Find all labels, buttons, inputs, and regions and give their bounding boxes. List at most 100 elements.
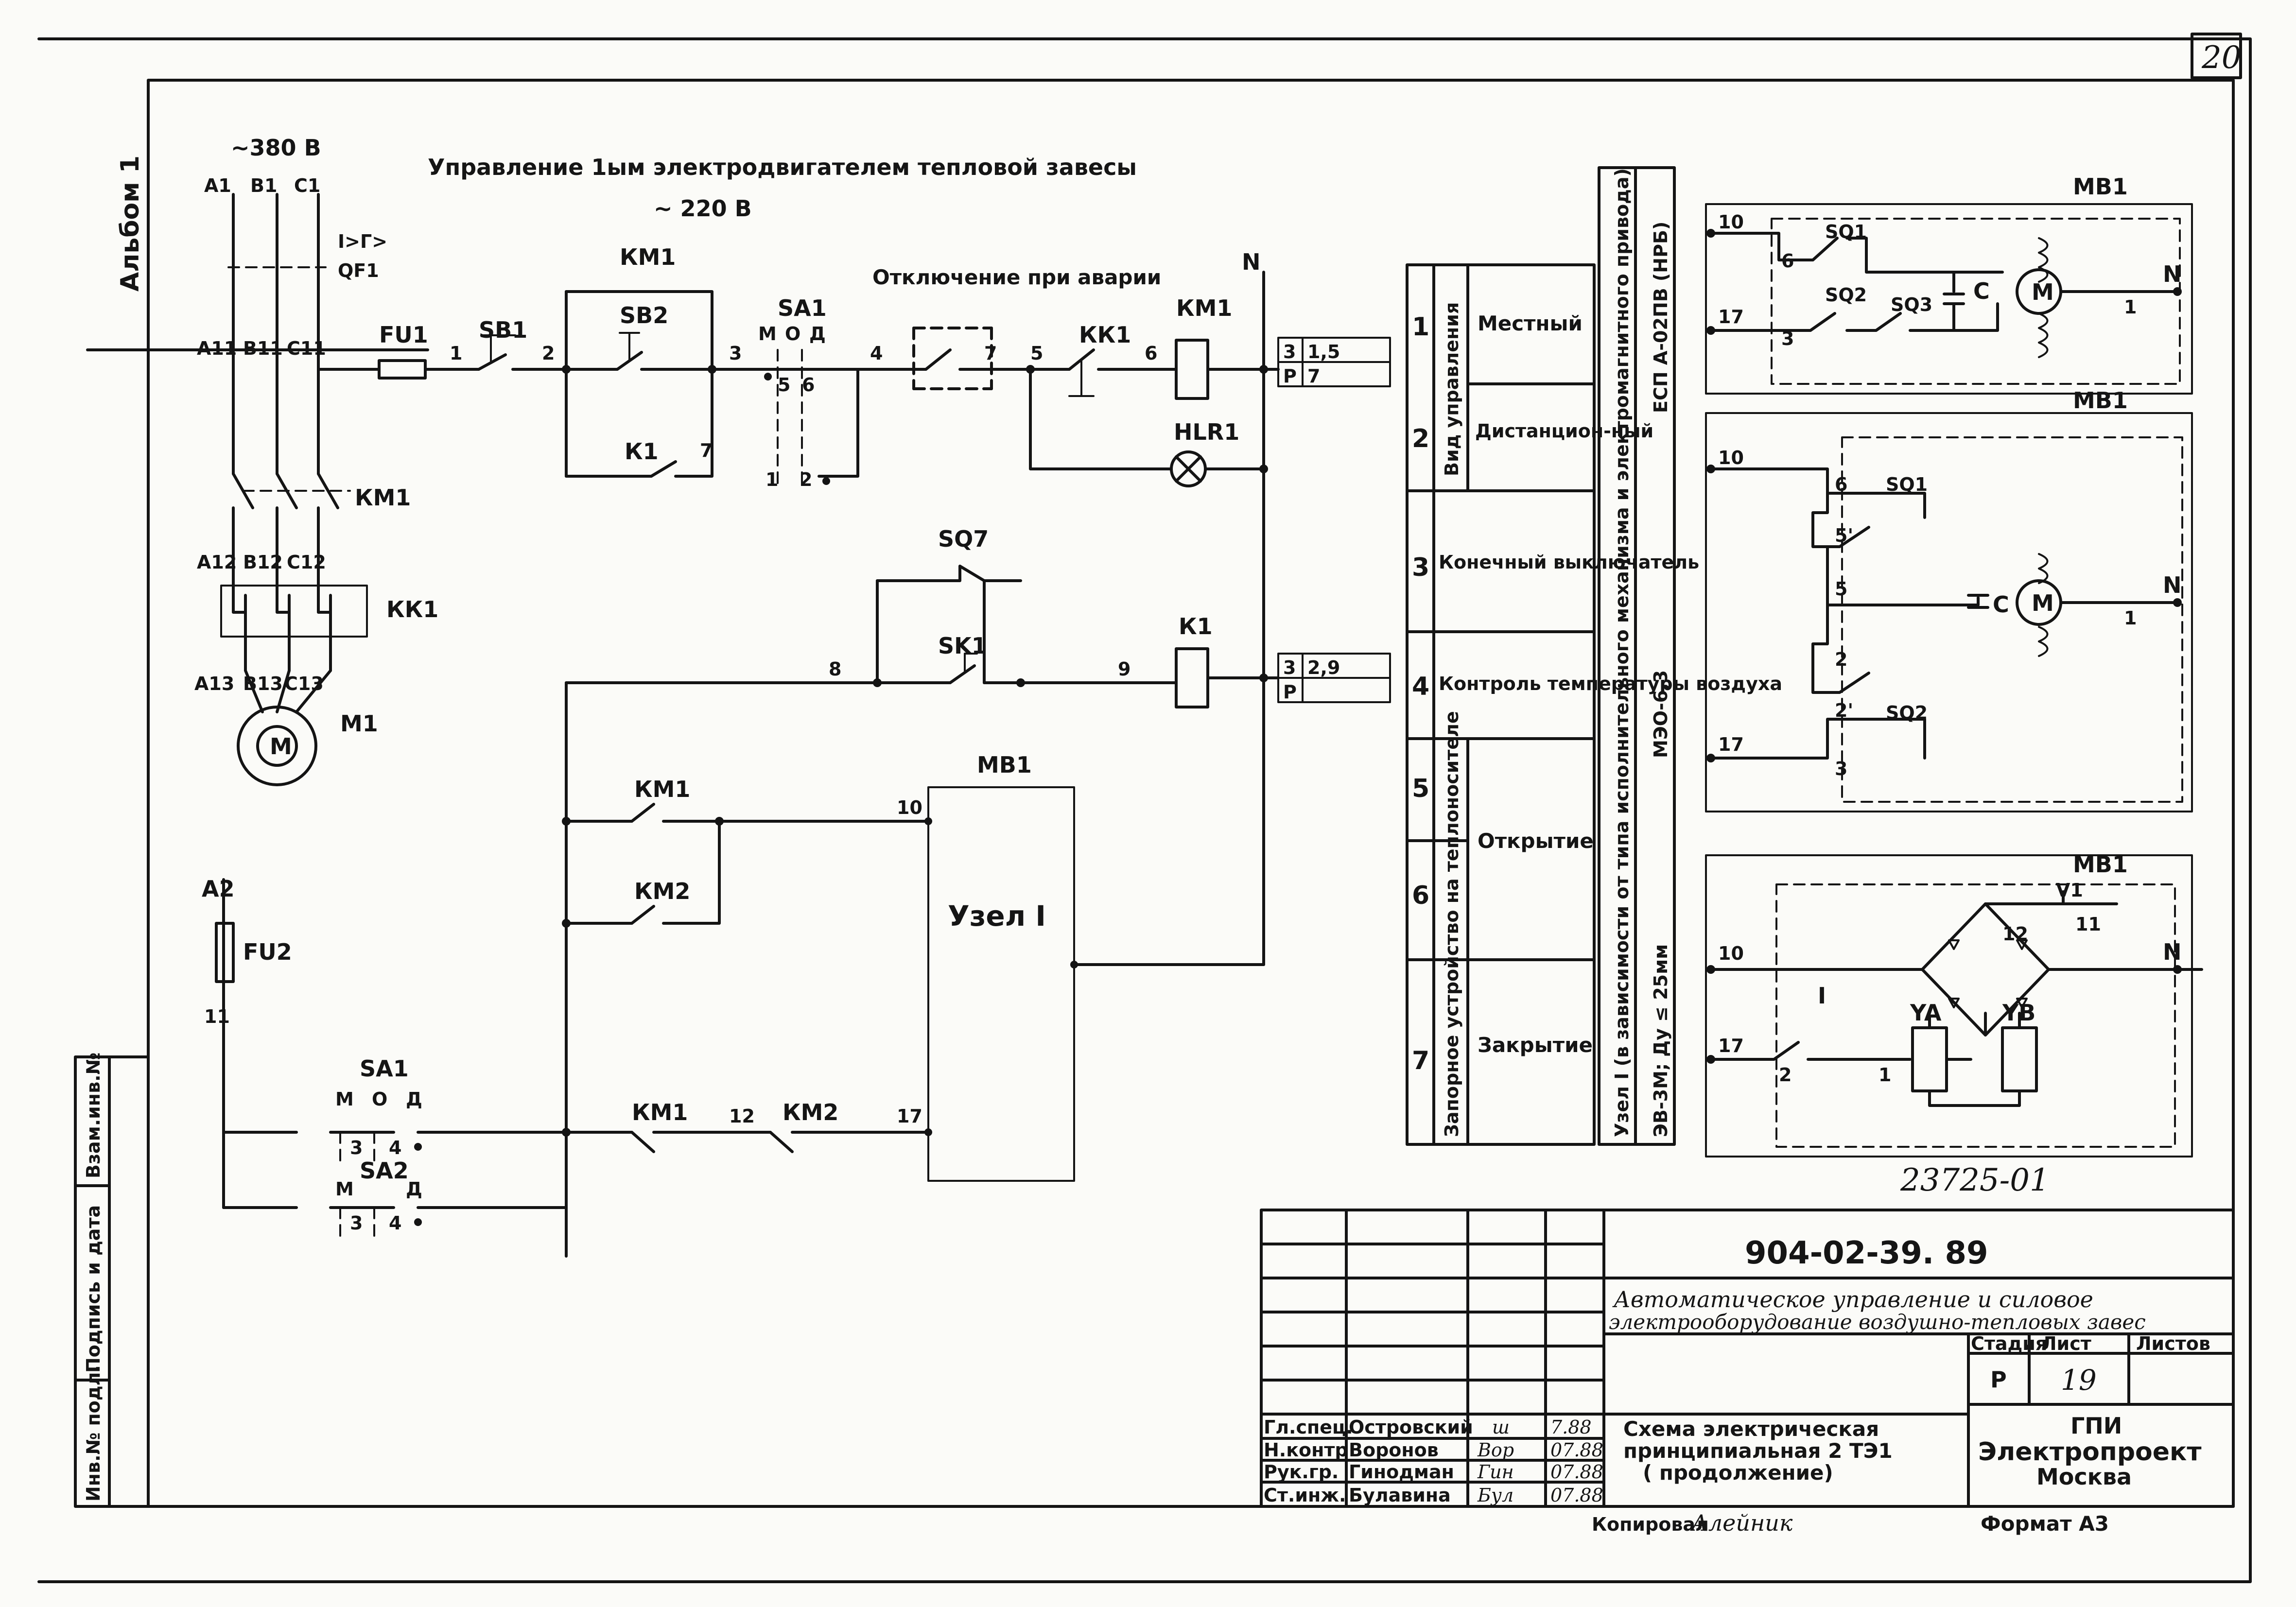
v1-sq2: SQ2 <box>1825 284 1867 306</box>
doc-number: 23725-01 <box>1900 1162 2050 1198</box>
phase-a11: A11 <box>197 338 237 359</box>
coil-k1: К1 <box>1179 613 1213 639</box>
wire-10: 10 <box>897 797 922 818</box>
sa1-contact-1: 1 <box>765 469 778 490</box>
terminal-17 <box>1706 1055 1715 1064</box>
v3-v1: V1 <box>2056 880 2083 901</box>
contact-km1: КМ1 <box>620 244 676 270</box>
button-sb1: SB1 <box>479 317 527 343</box>
v2-node-2p: 2' <box>1835 700 1853 721</box>
mode-row-3-number: 3 <box>1412 553 1429 582</box>
mode-row-2-text: Дистанцион-ный <box>1475 420 1653 442</box>
v1-capacitor: С <box>1973 278 1990 304</box>
tb-copied-label: Копировал <box>1592 1514 1709 1535</box>
tb-org-2: Электропроект <box>1978 1437 2201 1467</box>
sa2-position-m: М <box>335 1178 354 1200</box>
wire-8: 8 <box>829 658 841 680</box>
wire-4: 4 <box>870 343 883 364</box>
v2-node-3: 3 <box>1835 758 1847 779</box>
fuse-fu1: FU1 <box>379 322 428 348</box>
control-circuit <box>215 271 1280 1258</box>
phase-a1: A1 <box>204 175 231 196</box>
junction-node <box>562 919 571 928</box>
lamp-hlr1: HLR1 <box>1174 419 1239 445</box>
mode-row-3-text: Конечный выключатель <box>1439 552 1699 573</box>
junction-node <box>414 1143 422 1151</box>
mode-row-6-text: Открытие <box>1478 829 1594 853</box>
sa1-lower-contact-3: 3 <box>350 1137 363 1158</box>
sa1-position-d: Д <box>809 323 826 345</box>
motor-m1: М1 <box>340 710 378 737</box>
sa2-position-d: Д <box>406 1178 422 1200</box>
node-note-meo: МЭО-6,3 <box>1650 670 1671 758</box>
sig-role-2: Н.контр <box>1264 1439 1348 1461</box>
contact-km2-aux: КМ2 <box>634 878 690 904</box>
phase-b1: B1 <box>250 175 277 196</box>
mode-row-1-number: 1 <box>1412 312 1429 342</box>
wire-7-top: 7 <box>984 343 997 364</box>
tb-stage-label: Стадия <box>1971 1333 2047 1354</box>
v2-neutral: N <box>2163 572 2182 598</box>
breaker-id: QF1 <box>338 260 379 281</box>
sensor-sk1: SK1 <box>938 633 987 659</box>
v1-term-10: 10 <box>1718 211 1744 233</box>
variant-3-title: МВ1 <box>2073 851 2128 878</box>
v2-motor: М <box>2032 590 2054 616</box>
diagram-title: Управление 1ым электродвигателем теплово… <box>428 154 1137 180</box>
tb-org-3: Москва <box>2036 1464 2132 1490</box>
sa1-contact-6: 6 <box>802 374 815 396</box>
junction-node <box>764 373 772 380</box>
terminal-10 <box>1706 465 1715 473</box>
v2-node-6: 6 <box>1835 474 1847 495</box>
neutral-label: N <box>1242 249 1261 275</box>
junction-node <box>414 1218 422 1226</box>
emergency-note: Отключение при аварии <box>872 265 1161 289</box>
sig-date-2: 07.88 <box>1550 1439 1603 1461</box>
v3-node-1: 1 <box>1879 1064 1891 1086</box>
junction-node <box>715 817 724 826</box>
cross-reference-1 <box>1277 337 1391 387</box>
variant-1-title: МВ1 <box>2073 173 2128 200</box>
terminal-10 <box>1706 965 1715 974</box>
junction-node <box>924 817 932 825</box>
variant-3-ev <box>1705 854 2203 1158</box>
stamp-inv: Инв.№ подл. <box>83 1365 104 1502</box>
wire-5: 5 <box>1030 343 1043 364</box>
v2-sq1: SQ1 <box>1886 474 1928 495</box>
stamp-replace-inv: Взам.инв.№ <box>83 1053 104 1178</box>
mode-row-5-number: 5 <box>1412 774 1429 803</box>
label-a2: А2 <box>202 876 235 902</box>
sig-role-4: Ст.инж. <box>1264 1485 1346 1506</box>
v3-term-17: 17 <box>1718 1035 1744 1056</box>
v3-coil-yb: YB <box>2002 1000 2035 1026</box>
variant-1-end-switches <box>1705 203 2193 395</box>
tb-project-title-1: Автоматическое управление и силовое <box>1612 1286 2093 1313</box>
wire-12: 12 <box>729 1106 755 1127</box>
tb-sheet-label: Лист <box>2041 1333 2091 1354</box>
cross-reference-2 <box>1277 653 1391 703</box>
thermal-relay-kk1: КК1 <box>386 596 438 622</box>
v3-term-10: 10 <box>1718 943 1744 964</box>
sa1-lower-position-d: Д <box>406 1089 422 1110</box>
wire-11: 11 <box>204 1006 230 1027</box>
wire-2: 2 <box>542 343 555 364</box>
control-voltage: ~ 220 В <box>654 195 752 222</box>
mode-row-4-number: 4 <box>1412 672 1429 701</box>
sig-sign-1: ш <box>1492 1417 1510 1438</box>
contact-km2-block: КМ2 <box>783 1099 838 1125</box>
wire-17: 17 <box>897 1106 922 1127</box>
tb-sheets-label: Листов <box>2136 1333 2210 1354</box>
v2-term-17: 17 <box>1718 734 1744 755</box>
variant-2-meo <box>1705 412 2193 812</box>
motor-symbol: М <box>270 733 292 760</box>
mode-row-1-text: Местный <box>1478 311 1583 335</box>
v2-term-10: 10 <box>1718 447 1744 468</box>
mode-group-control: Вид управления <box>1441 302 1462 476</box>
sa1-position-m: М <box>758 323 777 345</box>
v1-neutral: N <box>2163 261 2182 287</box>
sig-name-2: Воронов <box>1349 1439 1439 1461</box>
terminal-n <box>2173 965 2182 974</box>
variant-2-title: МВ1 <box>2073 387 2128 414</box>
terminal-n <box>2173 287 2182 296</box>
contact-km1-block: КМ1 <box>632 1099 688 1125</box>
